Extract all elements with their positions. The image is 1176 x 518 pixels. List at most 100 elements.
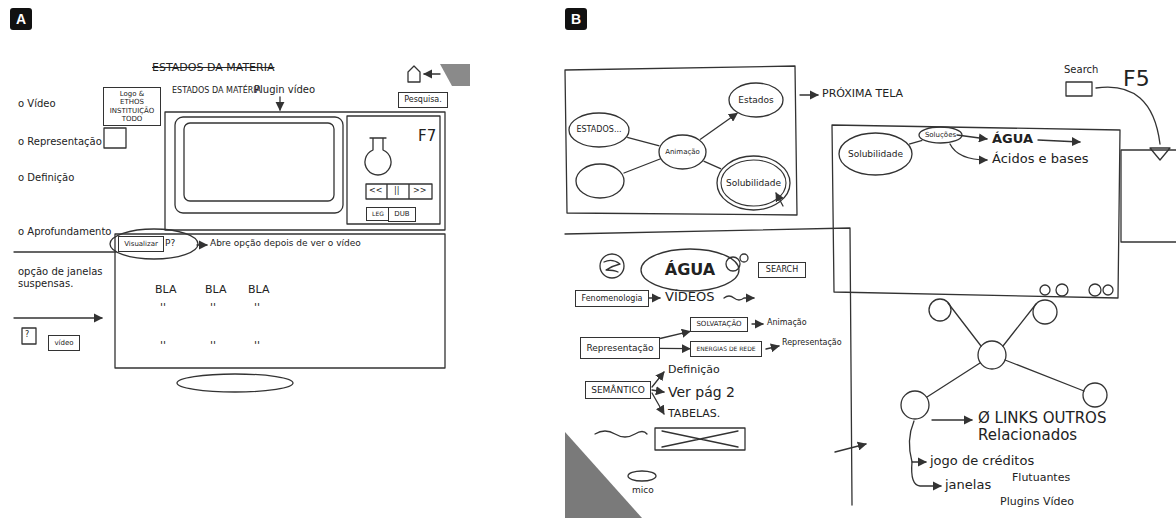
sketch-circle: Estados	[728, 82, 784, 118]
sketch-box: LEG	[366, 207, 390, 221]
control-panel	[347, 116, 440, 224]
control-label: ||	[394, 186, 399, 195]
content-type: Representação	[782, 338, 842, 347]
menu-item: o Vídeo	[18, 98, 56, 110]
nav-dot	[1089, 284, 1101, 296]
content-type: TABELAS.	[668, 408, 720, 421]
control-label: >>	[413, 186, 426, 195]
bottom-oval	[177, 374, 293, 392]
scribble	[604, 260, 620, 272]
sketch-box: SEARCH	[758, 262, 806, 278]
ditto-mark: ''	[160, 340, 166, 353]
node-text: ÁGUA	[665, 261, 715, 279]
screen-frame	[165, 112, 445, 230]
ditto-mark: ''	[210, 302, 216, 315]
content-type: VÍDEOS	[665, 290, 714, 305]
feature-note: jogo de créditos	[930, 454, 1034, 469]
sketch-box: SEMÂNTICO	[585, 381, 651, 399]
sketch-box: vídeo	[48, 335, 80, 351]
photo-corner	[565, 432, 642, 518]
connector-line	[700, 113, 737, 139]
menu-item: o Aprofundamento	[18, 226, 111, 238]
house-icon	[408, 66, 420, 82]
feature-note: Plugins Vídeo	[1000, 496, 1074, 509]
tabelas-arrow	[652, 393, 664, 414]
node-text: Visualizar	[124, 240, 158, 248]
bracket-arrow	[909, 421, 926, 462]
icon-label: P?	[165, 238, 175, 248]
sketch-circle: ESTADOS...	[568, 112, 630, 148]
links-arrow	[932, 419, 972, 420]
ditto-mark: ''	[254, 302, 260, 315]
network-node	[929, 299, 951, 321]
search-box	[1066, 82, 1092, 96]
flask-icon	[365, 138, 391, 175]
nav-dot	[1103, 285, 1113, 295]
sketch-box: ENERGIAS DE REDE	[690, 341, 762, 357]
node-text: Fenomenologia	[581, 294, 642, 303]
wavy-arrow	[724, 296, 754, 300]
sketch-box: Pesquisa.	[398, 92, 448, 108]
connector-line	[660, 331, 690, 338]
node-text: DUB	[394, 210, 409, 218]
content-type: Animação	[767, 318, 807, 327]
feature-note: janelas	[945, 478, 991, 493]
placeholder-text: BLA	[205, 284, 226, 297]
node-text: Soluções	[925, 131, 956, 139]
empty-box	[104, 128, 126, 148]
scribble-oval	[628, 471, 656, 481]
node-text: SEMÂNTICO	[591, 385, 645, 395]
plugin-note: Plugin vídeo	[254, 84, 315, 96]
circle-stroke	[919, 127, 962, 143]
connector-line	[660, 348, 690, 350]
node-text: ENERGIAS DE REDE	[696, 346, 755, 353]
suspended-arrow	[14, 317, 102, 318]
next-screen-note: PRÓXIMA TELA	[822, 88, 903, 101]
node-text: Animação	[665, 148, 700, 156]
crossed-box	[655, 428, 745, 450]
node-text: Pesquisa.	[404, 95, 442, 104]
animacao-arrow	[752, 323, 763, 324]
sketch-box: Representação	[580, 337, 660, 359]
network-node	[1083, 383, 1107, 407]
circle-stroke	[659, 135, 706, 169]
node-text: Estados	[738, 95, 773, 105]
node-text: ESTADOS...	[576, 125, 621, 134]
photo-corner	[440, 64, 470, 86]
curved-arrow	[1096, 87, 1160, 144]
network-node	[901, 391, 929, 419]
sketch-circle: Solubilidade	[838, 132, 913, 176]
node-text: Solubilidade	[726, 178, 781, 188]
divider-line	[14, 251, 116, 252]
control-label: <<	[369, 186, 382, 195]
connector-line	[627, 137, 659, 146]
highlight-oval	[110, 229, 198, 259]
menu-item: o Representação	[18, 136, 102, 148]
node-text: Representação	[586, 343, 653, 353]
menu-item: o Definição	[18, 172, 74, 184]
ditto-mark: ''	[254, 340, 260, 353]
player-controls	[366, 184, 432, 199]
circle-stroke	[721, 160, 786, 206]
content-type: Definição	[668, 364, 720, 377]
video-area	[184, 123, 334, 201]
small-icon-box	[22, 328, 36, 344]
back-arrow	[424, 73, 440, 74]
sketch-circle: ÁGUA	[640, 248, 740, 292]
key-label: F5	[1123, 66, 1150, 91]
ditto-mark: ''	[160, 302, 166, 315]
scribble	[595, 431, 647, 437]
placeholder-text: BLA	[155, 284, 176, 297]
circle-stroke	[729, 83, 783, 117]
topic-page	[565, 228, 852, 505]
feature-note: Flutuantes	[1012, 472, 1070, 485]
icon-label: ?	[25, 330, 29, 339]
node-text: LEG	[372, 211, 384, 218]
topic-item: ÁGUA	[992, 132, 1033, 147]
circle-stroke	[717, 156, 790, 210]
network-link	[927, 303, 1084, 397]
content-type: Ver pág 2	[668, 384, 735, 400]
agua-out-arrow	[1038, 140, 1080, 142]
placeholder-text: BLA	[248, 284, 269, 297]
